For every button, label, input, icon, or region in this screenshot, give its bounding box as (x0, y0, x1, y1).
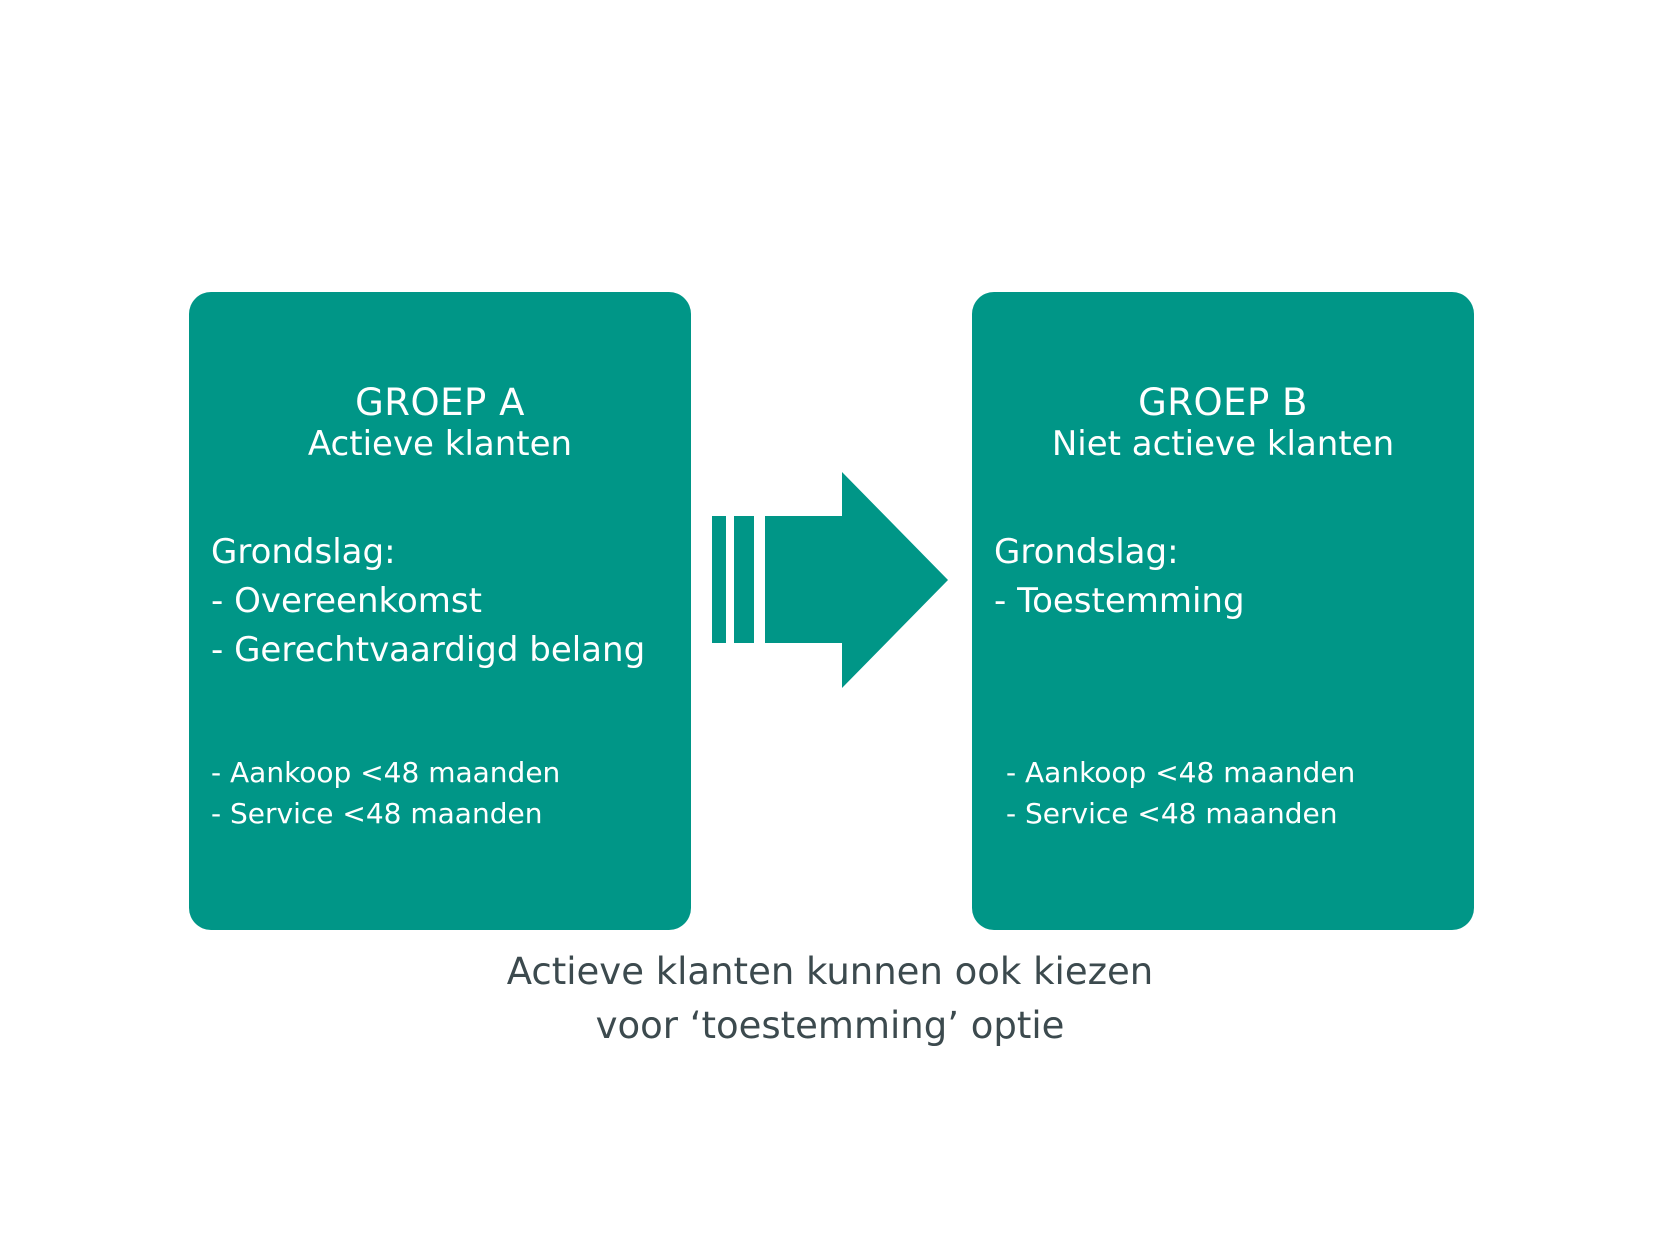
caption: Actieve klanten kunnen ook kiezen voor ‘… (0, 945, 1660, 1053)
group-b-subtitle: Niet actieve klanten (1051, 424, 1395, 464)
caption-line-2: voor ‘toestemming’ optie (595, 1004, 1065, 1047)
group-b-title: GROEP B (1138, 381, 1308, 424)
group-a-heading: GROEP A Actieve klanten (189, 381, 691, 465)
arrow-right-icon (712, 472, 948, 688)
group-b-basis-label: Grondslag: (994, 532, 1179, 572)
group-b-box: GROEP B Niet actieve klanten Grondslag: … (972, 292, 1474, 930)
group-a-criterion-1: - Aankoop <48 maanden (211, 756, 561, 789)
arrow-tail-bar-1 (712, 516, 726, 643)
group-b-basis-item-1: - Toestemming (994, 581, 1245, 621)
group-a-basis-item-1: - Overeenkomst (211, 581, 482, 621)
group-a-basis-label: Grondslag: (211, 532, 396, 572)
group-a-criteria: - Aankoop <48 maanden - Service <48 maan… (211, 752, 560, 834)
group-a-basis-item-2: - Gerechtvaardigd belang (211, 630, 646, 670)
group-b-criterion-1: - Aankoop <48 maanden (1006, 756, 1356, 789)
group-a-title: GROEP A (355, 381, 525, 424)
group-a-box: GROEP A Actieve klanten Grondslag: - Ove… (189, 292, 691, 930)
group-a-subtitle: Actieve klanten (307, 424, 573, 464)
caption-line-1: Actieve klanten kunnen ook kiezen (506, 950, 1154, 993)
group-b-criterion-2: - Service <48 maanden (1006, 797, 1338, 830)
group-b-criteria: - Aankoop <48 maanden - Service <48 maan… (1006, 752, 1355, 834)
arrow-tail-bar-2 (734, 516, 754, 643)
arrow-head (765, 472, 948, 688)
group-b-basis: Grondslag: - Toestemming (994, 528, 1245, 626)
group-a-criterion-2: - Service <48 maanden (211, 797, 543, 830)
group-a-basis: Grondslag: - Overeenkomst - Gerechtvaard… (211, 528, 645, 675)
group-b-heading: GROEP B Niet actieve klanten (972, 381, 1474, 465)
